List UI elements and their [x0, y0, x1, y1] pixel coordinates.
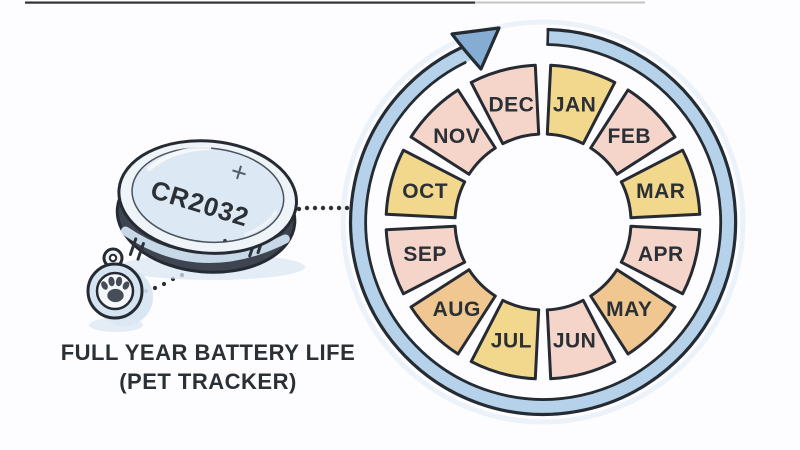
month-label-jul: JUL — [491, 329, 532, 352]
month-segment-jan — [545, 63, 617, 146]
month-label-dec: DEC — [488, 94, 534, 117]
caption-line-1: FULL YEAR BATTERY LIFE — [61, 340, 356, 365]
month-segment-oct — [384, 148, 467, 220]
battery-face — [131, 147, 285, 244]
top-edge-line-faded — [475, 1, 645, 4]
top-edge-line — [25, 1, 475, 4]
month-label-mar: MAR — [636, 180, 685, 203]
month-label-jan: JAN — [553, 94, 597, 117]
tag-shadow — [89, 318, 143, 332]
pet-tag — [86, 247, 153, 332]
month-label-jun: JUN — [553, 329, 597, 352]
paw-icon — [101, 276, 130, 303]
clockwise-arrow — [349, 26, 738, 417]
month-segment-sep — [384, 224, 467, 296]
month-label-sep: SEP — [403, 243, 447, 266]
calendar-ring: JAN FEB MAR APR MAY JUN JUL AUG SEP OCT NOV DEC — [340, 19, 746, 425]
month-ring: JAN FEB MAR APR MAY JUN JUL AUG SEP OCT NOV DEC — [384, 63, 702, 381]
month-label-aug: AUG — [433, 298, 481, 321]
month-segment-feb — [589, 88, 677, 176]
caption: FULL YEAR BATTERY LIFE (PET TRACKER) — [61, 340, 356, 394]
month-segment-mar — [619, 148, 702, 220]
month-segment-apr — [619, 224, 702, 296]
month-label-oct: OCT — [402, 180, 448, 203]
month-label-apr: APR — [638, 243, 684, 266]
month-label-may: MAY — [606, 298, 652, 321]
month-label-feb: FEB — [608, 125, 652, 148]
month-segment-may — [589, 268, 677, 356]
month-label-nov: NOV — [433, 125, 480, 148]
arrow-band-inner-edge — [364, 43, 723, 401]
month-segment-dec — [469, 63, 541, 146]
coin-battery: CR2032 + — [115, 139, 305, 280]
battery-highlight — [146, 145, 212, 172]
month-segment-jul — [469, 298, 541, 381]
dotted-line-battery-to-ring — [296, 205, 350, 212]
arrow-band — [350, 29, 736, 415]
ring-glow — [340, 19, 746, 425]
caption-line-2: (PET TRACKER) — [119, 369, 297, 394]
month-segment-jun — [545, 298, 617, 381]
month-segment-aug — [409, 268, 497, 356]
arrow-band-outer-edge — [349, 27, 738, 417]
month-segment-nov — [409, 88, 497, 176]
arrowhead-icon — [450, 26, 501, 71]
battery-side-band — [120, 226, 290, 263]
